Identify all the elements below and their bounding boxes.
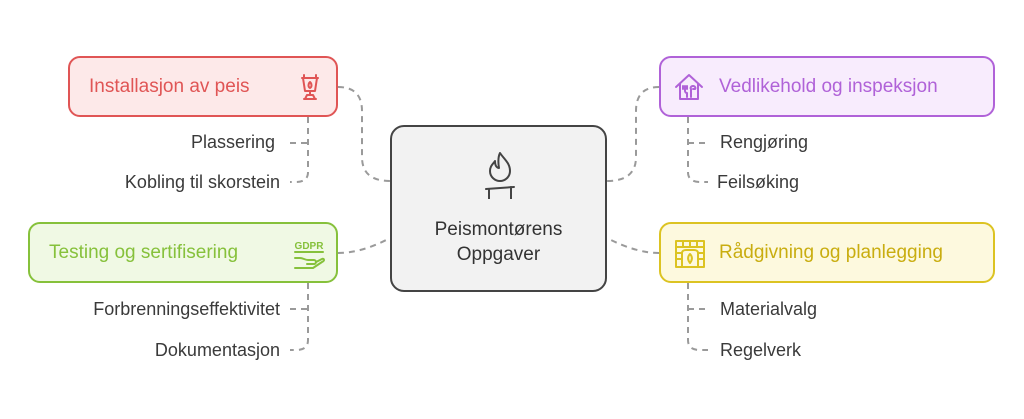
center-title-line1: Peismontørens <box>434 219 563 240</box>
branch-advice: Rådgivning og planlegging <box>659 222 995 283</box>
branch-advice-title: Rådgivning og planlegging <box>719 241 943 263</box>
center-title-line2: Oppgaver <box>456 244 541 265</box>
maintenance-item-1: Rengjøring <box>720 132 809 152</box>
house-tools-icon <box>675 74 703 100</box>
maintenance-item-2: Feilsøking <box>717 172 800 192</box>
advice-item-1: Materialvalg <box>720 299 818 319</box>
fireplace-flame-icon <box>485 152 515 199</box>
testing-item-2: Dokumentasjon <box>154 340 280 360</box>
branch-maintenance: Vedlikehold og inspeksjon <box>659 56 995 117</box>
advice-item-2: Regelverk <box>720 340 802 360</box>
install-item-2: Kobling til skorstein <box>124 172 280 192</box>
branch-maintenance-title: Vedlikehold og inspeksjon <box>719 75 938 97</box>
branch-install-title: Installasjon av peis <box>89 75 250 97</box>
center-node: Peismontørens Oppgaver <box>390 125 607 292</box>
branch-testing-title: Testing og sertifisering <box>49 241 239 263</box>
install-item-1: Plassering <box>190 132 275 152</box>
gdpr-hand-icon: GDPR <box>294 241 325 269</box>
center-title: Peismontørens Oppgaver <box>392 217 605 267</box>
stove-icon <box>301 74 319 100</box>
svg-text:GDPR: GDPR <box>295 241 325 252</box>
branch-install: Installasjon av peis <box>68 56 338 117</box>
brick-fireplace-icon <box>675 240 705 268</box>
branch-testing: Testing og sertifisering GDPR <box>28 222 338 283</box>
testing-item-1: Forbrenningseffektivitet <box>93 299 280 319</box>
